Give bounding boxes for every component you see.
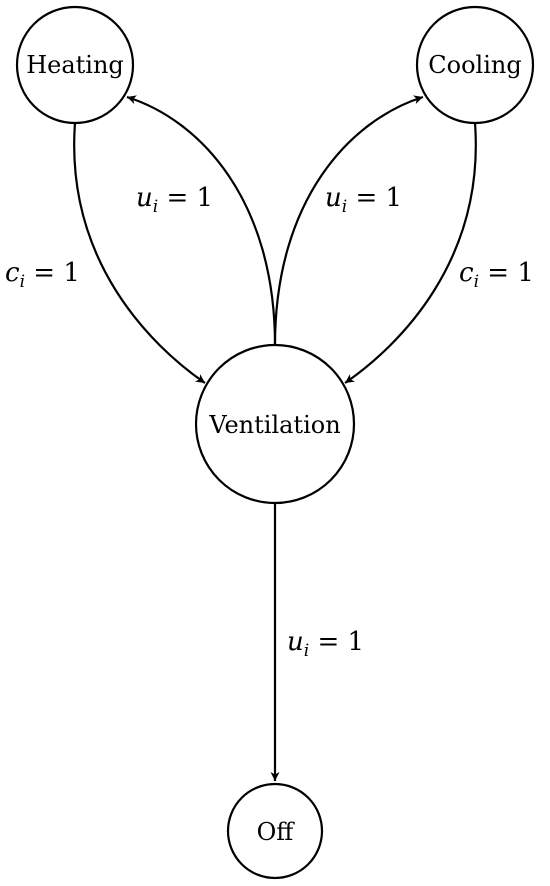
edge-label-ventilation-cooling: ui = 1 — [325, 183, 402, 217]
node-ventilation-label: Ventilation — [208, 411, 340, 439]
node-ventilation: Ventilation — [194, 343, 356, 505]
edge-label-heating-ventilation: ci = 1 — [5, 258, 80, 292]
edge-cooling-to-ventilation — [344, 122, 477, 384]
node-cooling: Cooling — [415, 5, 535, 125]
edge-ventilation-to-cooling — [273, 95, 424, 346]
edge-ventilation-to-heating — [126, 95, 277, 346]
node-heating: Heating — [15, 5, 135, 125]
node-off-label: Off — [257, 818, 296, 846]
node-off: Off — [226, 782, 324, 880]
edge-label-ventilation-heating: ui = 1 — [136, 183, 213, 217]
edge-label-ventilation-off: ui = 1 — [287, 627, 364, 661]
node-heating-label: Heating — [26, 51, 124, 79]
node-cooling-label: Cooling — [428, 51, 521, 79]
edge-label-cooling-ventilation: ci = 1 — [459, 258, 534, 292]
edge-heating-to-ventilation — [73, 122, 206, 384]
